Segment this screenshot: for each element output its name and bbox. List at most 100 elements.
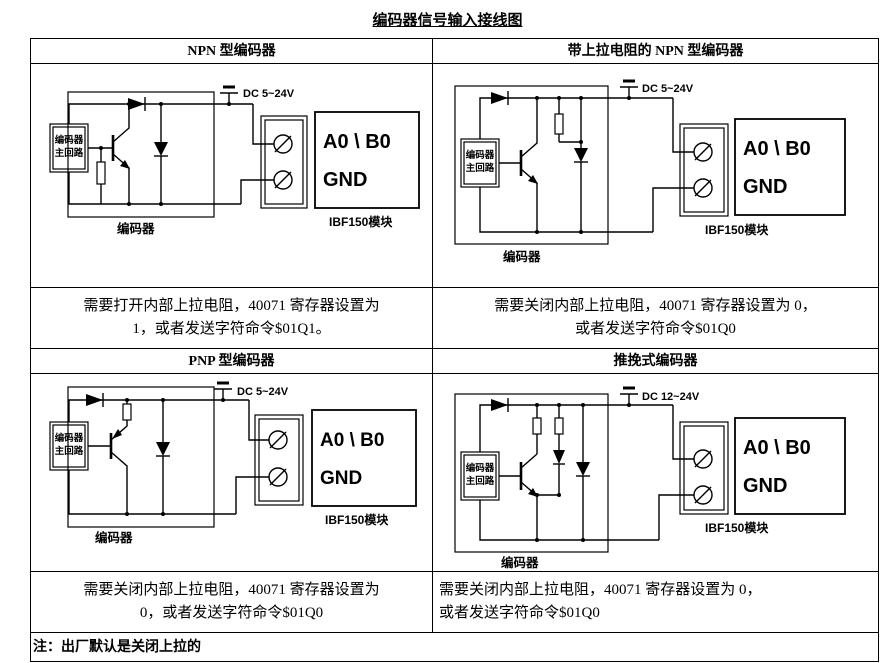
- npn-circuit-diagram: 编码器 主回路: [49, 85, 420, 236]
- signal-label: A0 \ B0: [743, 138, 811, 160]
- pnp-circuit-diagram: 编码器 主回路: [49, 381, 417, 545]
- signal-label: A0 \ B0: [743, 437, 811, 459]
- dc-voltage-label: DC 5~24V: [642, 83, 694, 95]
- description-row-top: 需要打开内部上拉电阻，40071 寄存器设置为 1，或者发送字符命令$01Q1。…: [31, 288, 878, 349]
- diagram-row-bottom: 编码器 主回路: [31, 374, 878, 572]
- wiring-table: NPN 型编码器 带上拉电阻的 NPN 型编码器: [30, 38, 879, 662]
- header-row-bottom: PNP 型编码器 推挽式编码器: [31, 349, 878, 374]
- terminal-block: [679, 123, 729, 217]
- npn-pullup-description: 需要关闭内部上拉电阻，40071 寄存器设置为 0， 或者发送字符命令$01Q0: [433, 288, 878, 348]
- core-label-line2: 主回路: [466, 162, 495, 174]
- terminal-block: [260, 115, 308, 209]
- pullup-resistor-icon: [554, 113, 564, 135]
- terminal-block: [679, 421, 729, 515]
- module-name-label: IBF150模块: [705, 222, 769, 237]
- terminal-block: [254, 414, 304, 506]
- module-box: A0 \ B0 GND: [734, 417, 846, 515]
- npn-pullup-circuit-diagram: 编码器 主回路: [454, 79, 846, 264]
- encoder-core-box: 编码器 主回路: [49, 123, 89, 173]
- pushpull-desc-line2: 或者发送字符命令$01Q0: [439, 605, 600, 621]
- core-label-line2: 主回路: [55, 445, 84, 457]
- diode-icon: [491, 91, 509, 105]
- encoder-core-box: 编码器 主回路: [49, 421, 89, 471]
- pushpull-diagram-cell: 编码器 主回路: [433, 374, 878, 571]
- battery-icon: [220, 85, 238, 104]
- encoder-label: 编码器: [501, 555, 539, 570]
- header-pnp: PNP 型编码器: [31, 349, 433, 373]
- junction-dots: [535, 96, 631, 234]
- header-row-top: NPN 型编码器 带上拉电阻的 NPN 型编码器: [31, 39, 878, 64]
- encoder-box: [454, 85, 609, 245]
- zener-diode-icon: [156, 442, 170, 457]
- npn-desc-line1: 需要打开内部上拉电阻，40071 寄存器设置为: [83, 298, 380, 314]
- signal-label: A0 \ B0: [320, 430, 384, 451]
- battery-icon: [214, 381, 232, 400]
- core-label-line1: 编码器: [55, 432, 84, 444]
- resistor-icon-b: [554, 417, 564, 435]
- battery-icon: [620, 79, 638, 98]
- header-npn: NPN 型编码器: [31, 39, 433, 63]
- module-name-label: IBF150模块: [325, 512, 389, 527]
- encoder-box: [67, 91, 215, 218]
- core-label-line2: 主回路: [466, 475, 495, 487]
- zener-diode-icon: [574, 148, 588, 163]
- encoder-box: [67, 386, 215, 528]
- pnp-desc-line2: 0，或者发送字符命令$01Q0: [139, 605, 324, 621]
- resistor-icon: [96, 161, 106, 185]
- diode-icon-middle: [553, 450, 565, 465]
- diode-icon: [491, 398, 509, 412]
- core-label-line1: 编码器: [55, 134, 84, 146]
- pushpull-circuit-diagram: 编码器 主回路: [454, 386, 846, 570]
- gnd-label: GND: [743, 475, 787, 497]
- pnp-desc-line1: 需要关闭内部上拉电阻，40071 寄存器设置为: [83, 582, 380, 598]
- transistor-icon: [88, 420, 128, 514]
- transistor-icon: [88, 104, 130, 204]
- pnp-diagram-cell: 编码器 主回路: [31, 374, 433, 571]
- header-pushpull: 推挽式编码器: [613, 354, 698, 369]
- dc-voltage-label: DC 5~24V: [243, 88, 295, 100]
- npn-pullup-desc-line1: 需要关闭内部上拉电阻，40071 寄存器设置为 0，: [494, 298, 817, 314]
- module-name-label: IBF150模块: [329, 214, 393, 229]
- core-label-line1: 编码器: [466, 462, 495, 474]
- page-title: 编码器信号输入接线图: [372, 13, 523, 29]
- zener-diode-icon: [576, 462, 590, 477]
- core-label-line2: 主回路: [55, 147, 84, 159]
- zener-diode-icon: [154, 142, 168, 157]
- module-box: A0 \ B0 GND: [314, 111, 420, 209]
- npn-desc-line2: 1，或者发送字符命令$01Q1。: [132, 321, 331, 337]
- wires: [68, 399, 269, 515]
- npn-pullup-diagram-cell: 编码器 主回路: [433, 64, 878, 287]
- wires: [479, 404, 694, 541]
- module-box: A0 \ B0 GND: [311, 409, 417, 507]
- encoder-label: 编码器: [95, 530, 133, 545]
- resistor-icon: [122, 403, 132, 421]
- encoder-label: 编码器: [503, 249, 541, 264]
- signal-label: A0 \ B0: [323, 131, 391, 153]
- junction-dots: [125, 398, 225, 516]
- encoder-label: 编码器: [117, 221, 155, 236]
- description-row-bottom: 需要关闭内部上拉电阻，40071 寄存器设置为 0，或者发送字符命令$01Q0 …: [31, 572, 878, 633]
- gnd-label: GND: [323, 169, 367, 191]
- gnd-label: GND: [743, 176, 787, 198]
- encoder-core-box: 编码器 主回路: [460, 451, 500, 501]
- pushpull-description: 需要关闭内部上拉电阻，40071 寄存器设置为 0， 或者发送字符命令$01Q0: [433, 572, 878, 632]
- dc-voltage-label: DC 5~24V: [237, 386, 289, 398]
- wires: [68, 103, 274, 205]
- diode-icon: [86, 393, 104, 407]
- encoder-box: [454, 393, 609, 553]
- footer-note: 注：出厂默认是关闭上拉的: [33, 640, 201, 655]
- npn-diagram-cell: 编码器 主回路: [31, 64, 433, 287]
- dc-voltage-label: DC 12~24V: [642, 391, 700, 403]
- junction-dots: [99, 102, 231, 206]
- gnd-label: GND: [320, 468, 362, 489]
- header-npn-pullup: 带上拉电阻的 NPN 型编码器: [567, 44, 744, 59]
- wires: [479, 97, 694, 233]
- diagram-row-top: 编码器 主回路: [31, 64, 878, 288]
- module-name-label: IBF150模块: [705, 520, 769, 535]
- core-label-line1: 编码器: [466, 149, 495, 161]
- pushpull-desc-line1: 需要关闭内部上拉电阻，40071 寄存器设置为 0，: [439, 582, 762, 598]
- npn-pullup-desc-line2: 或者发送字符命令$01Q0: [575, 321, 736, 337]
- module-box: A0 \ B0 GND: [734, 118, 846, 216]
- resistor-icon-a: [532, 417, 542, 435]
